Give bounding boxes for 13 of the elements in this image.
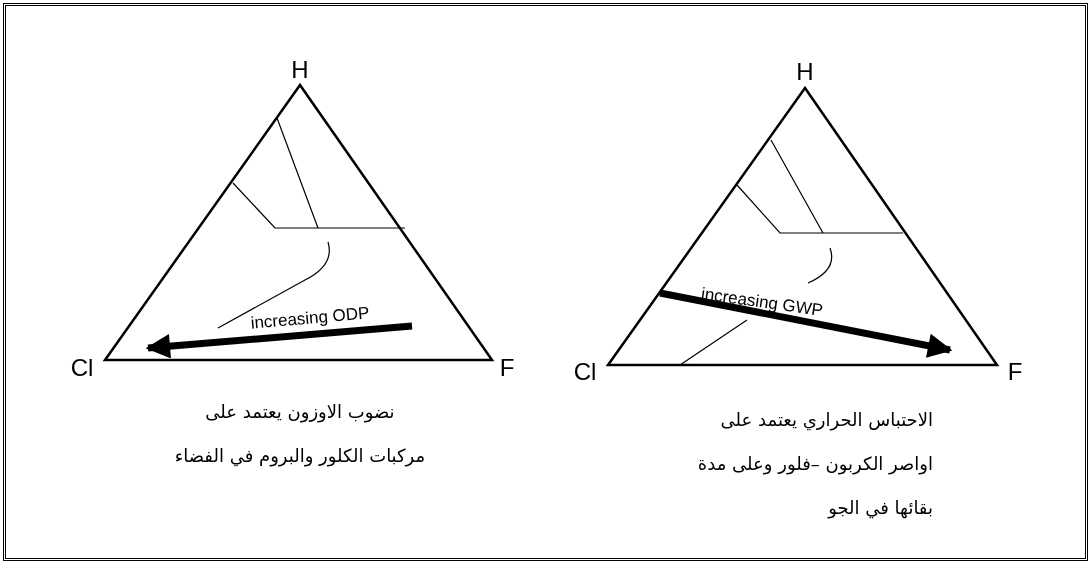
axis-label: increasing GWP [700, 285, 824, 319]
vertex-label: F [499, 356, 515, 380]
caption-text: نضوب الاوزون يعتمد على [205, 403, 395, 421]
vertex-label: Cl [573, 360, 597, 384]
caption-text: الاحتباس الحراري يعتمد على [720, 411, 933, 429]
vertex-label: Cl [70, 356, 94, 380]
caption-text: بقائها في الجو [828, 499, 933, 517]
vertex-label: F [1007, 360, 1023, 384]
axis-label: increasing ODP [249, 304, 371, 332]
caption-text: اواصر الكربون –فلور وعلى مدة [697, 455, 933, 473]
vertex-label: H [291, 58, 309, 82]
vertex-label: H [796, 60, 814, 84]
caption-text: مركبات الكلور والبروم في الفضاء [174, 447, 426, 465]
